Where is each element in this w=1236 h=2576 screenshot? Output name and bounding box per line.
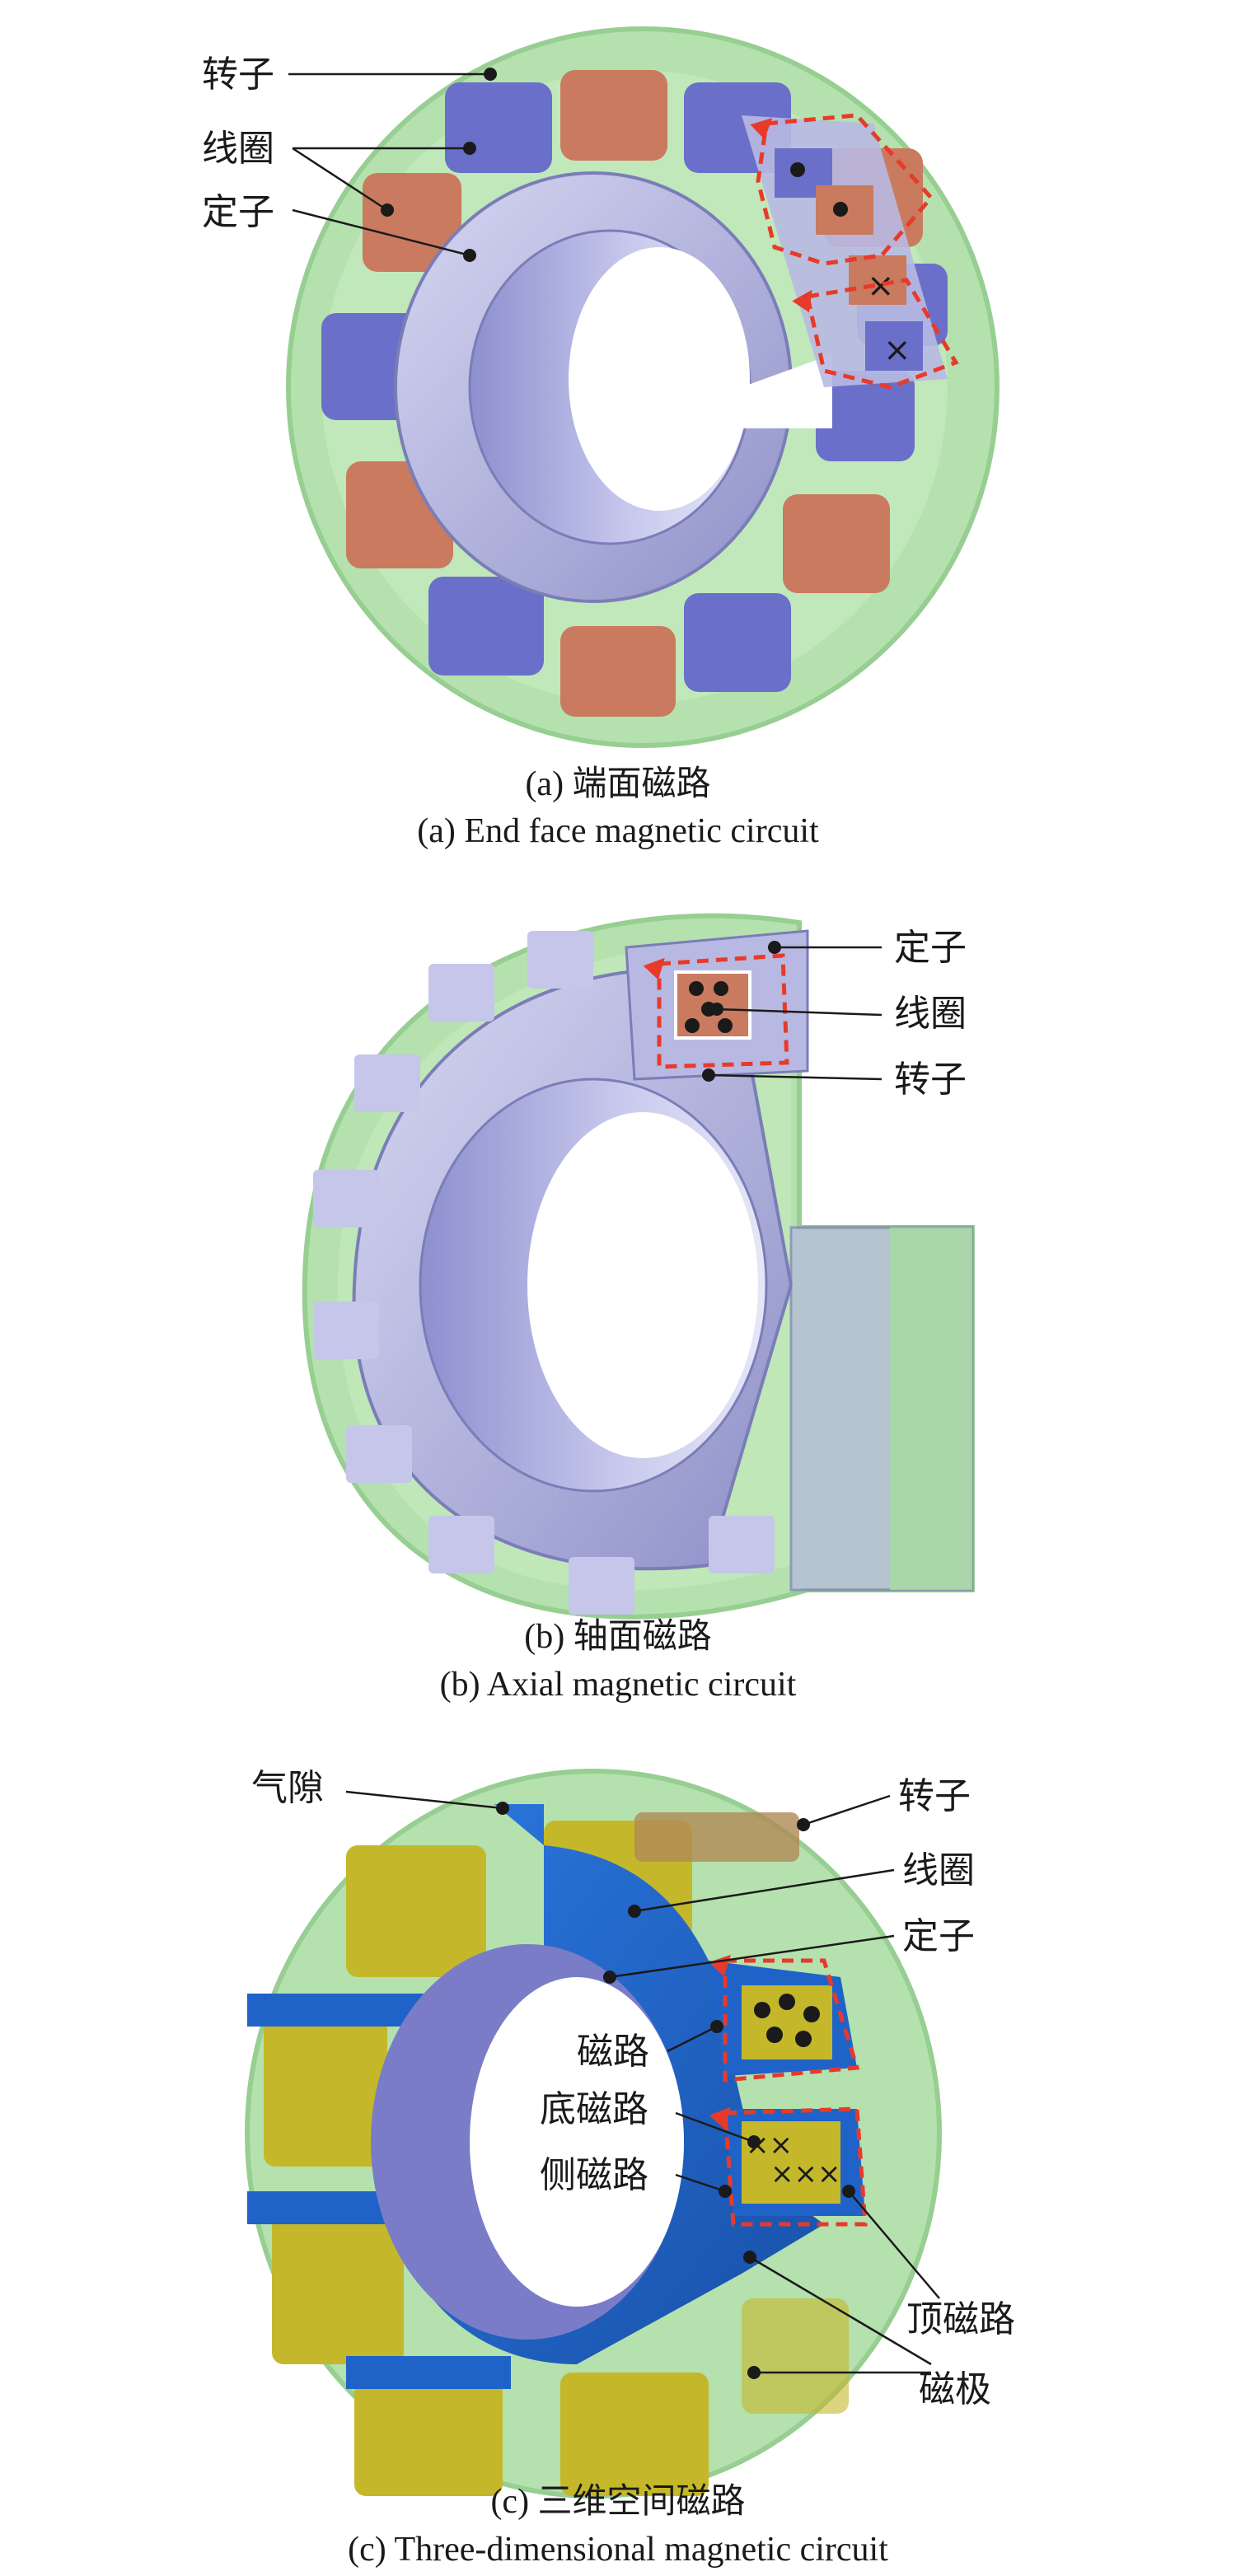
panel-a-caption-cn: (a) 端面磁路 [525,765,710,803]
panel-c-3d: ×× ××× 气隙 转子 线圈 定子 磁路 底磁路 侧磁路 顶磁路 磁极 (c)… [245,1767,1015,2569]
panel-c-caption-en: (c) Three-dimensional magnetic circuit [348,2531,888,2569]
panel-b-label-stator: 定子 [894,927,967,969]
panel-a-label-stator: 定子 [202,191,274,233]
panel-c-cut-section: ×× ××× [709,1961,865,2216]
panel-b-axial: 定子 线圈 转子 (b) 轴面磁路 (b) Axial magnetic cir… [302,913,975,1704]
panel-b-caption-en: (b) Axial magnetic circuit [440,1666,797,1704]
panel-a-end-face: × × 转子 线圈 定子 (a) 端面磁路 (a) End face magne… [202,26,1000,850]
panel-a-cross-2: × [883,331,911,369]
panel-c-label-top-path: 顶磁路 [906,2298,1015,2340]
panel-a-flux-path [758,115,959,390]
panel-c-label-coil: 线圈 [902,1849,975,1891]
panel-c-label-air-gap: 气隙 [251,1767,324,1809]
panel-c-flux-path [725,1961,868,2227]
panel-b-label-rotor: 转子 [894,1059,967,1101]
panel-a-label-coil: 线圈 [202,128,274,170]
panel-c-label-bottom-path: 底磁路 [540,2088,648,2130]
panel-b-label-coil: 线圈 [894,993,967,1035]
panel-a-caption-en: (a) End face magnetic circuit [417,812,819,850]
panel-c-label-magnetic-pole: 磁极 [919,2368,991,2410]
panel-b-flux-path [659,956,789,1069]
panel-c-caption-cn: (c) 三维空间磁路 [490,2482,745,2521]
panel-a-label-rotor: 转子 [202,54,274,96]
svg-text:×××: ××× [770,2158,840,2190]
panel-c-label-side-path: 侧磁路 [540,2154,648,2196]
panel-a-cut-section: × × [742,115,948,387]
panel-b-caption-cn: (b) 轴面磁路 [524,1618,711,1656]
panel-c-label-magnetic-path: 磁路 [577,2031,649,2073]
panel-c-label-stator: 定子 [902,1915,975,1957]
panel-c-label-rotor: 转子 [898,1775,971,1817]
